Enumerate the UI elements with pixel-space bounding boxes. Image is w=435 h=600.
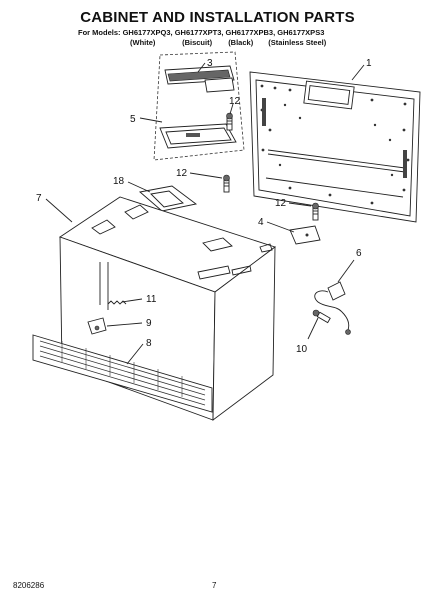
callout-3: 3 bbox=[207, 58, 213, 69]
part-channel bbox=[159, 123, 237, 149]
callout-4: 4 bbox=[258, 217, 264, 228]
callout-5: 5 bbox=[130, 114, 136, 125]
assembly-outline bbox=[153, 51, 245, 161]
callout-6: 6 bbox=[356, 248, 362, 259]
part-gasket bbox=[138, 185, 198, 212]
document-number: 8206286 bbox=[13, 581, 45, 590]
callout-12c: 12 bbox=[275, 198, 287, 209]
part-grille bbox=[32, 334, 213, 413]
screw-12c bbox=[312, 202, 319, 221]
callout-7: 7 bbox=[36, 193, 42, 204]
variant-stainless: (Stainless Steel) bbox=[268, 38, 327, 47]
color-variants: (White) (Biscuit) (Black) (Stainless Ste… bbox=[130, 38, 326, 47]
part-top-vent bbox=[164, 65, 235, 93]
page-title: CABINET AND INSTALLATION PARTS bbox=[80, 9, 355, 26]
part-latch bbox=[87, 317, 107, 335]
part-screw-10 bbox=[312, 309, 331, 324]
part-spring bbox=[107, 300, 127, 305]
callout-9: 9 bbox=[146, 318, 152, 329]
callout-12b: 12 bbox=[176, 168, 188, 179]
variant-black: (Black) bbox=[228, 38, 254, 47]
callout-18: 18 bbox=[113, 176, 125, 187]
callout-11: 11 bbox=[146, 294, 157, 305]
part-bracket bbox=[289, 225, 321, 245]
callout-10: 10 bbox=[296, 344, 308, 355]
callout-1: 1 bbox=[366, 58, 372, 69]
screw-12a bbox=[226, 112, 233, 131]
page-number: 7 bbox=[212, 581, 217, 590]
screw-12b bbox=[223, 174, 230, 193]
callout-8: 8 bbox=[146, 338, 152, 349]
variant-white: (White) bbox=[130, 38, 156, 47]
model-list: For Models: GH6177XPQ3, GH6177XPT3, GH61… bbox=[78, 28, 325, 37]
callout-12a: 12 bbox=[229, 96, 241, 107]
variant-biscuit: (Biscuit) bbox=[182, 38, 213, 47]
part-mounting-plate bbox=[249, 71, 421, 223]
part-harness bbox=[314, 281, 351, 335]
